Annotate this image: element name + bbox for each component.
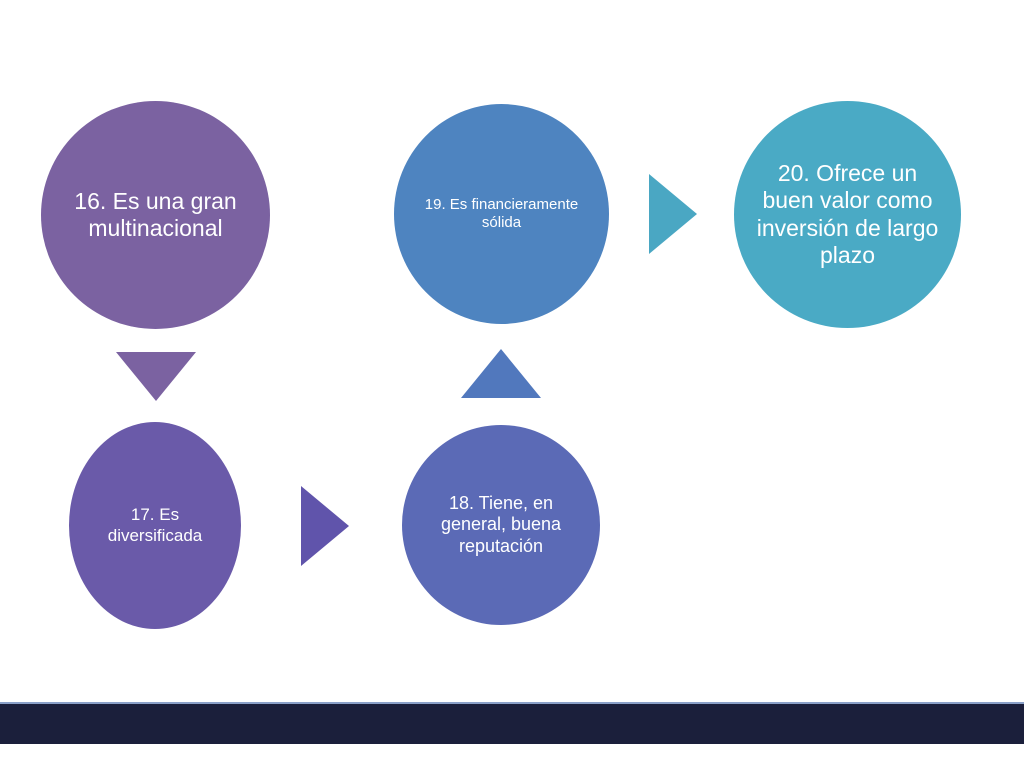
process-node-16: 16. Es una gran multinacional <box>41 101 270 329</box>
arrow-right-icon <box>649 174 697 254</box>
process-node-20: 20. Ofrece un buen valor como inversión … <box>734 101 961 328</box>
process-node-19: 19. Es financieramente sólida <box>394 104 609 324</box>
arrow-up-icon <box>461 349 541 398</box>
arrow-right-icon <box>301 486 349 566</box>
node-20-label: 20. Ofrece un buen valor como inversión … <box>756 160 939 268</box>
node-19-label: 19. Es financieramente sólida <box>424 196 579 231</box>
arrow-down-icon <box>116 352 196 401</box>
process-node-18: 18. Tiene, en general, buena reputación <box>402 425 600 625</box>
node-18-label: 18. Tiene, en general, buena reputación <box>440 493 562 556</box>
process-node-17: 17. Es diversificada <box>69 422 241 629</box>
node-16-label: 16. Es una gran multinacional <box>74 187 237 241</box>
node-17-label: 17. Es diversificada <box>107 505 203 545</box>
footer-bar <box>0 702 1024 744</box>
